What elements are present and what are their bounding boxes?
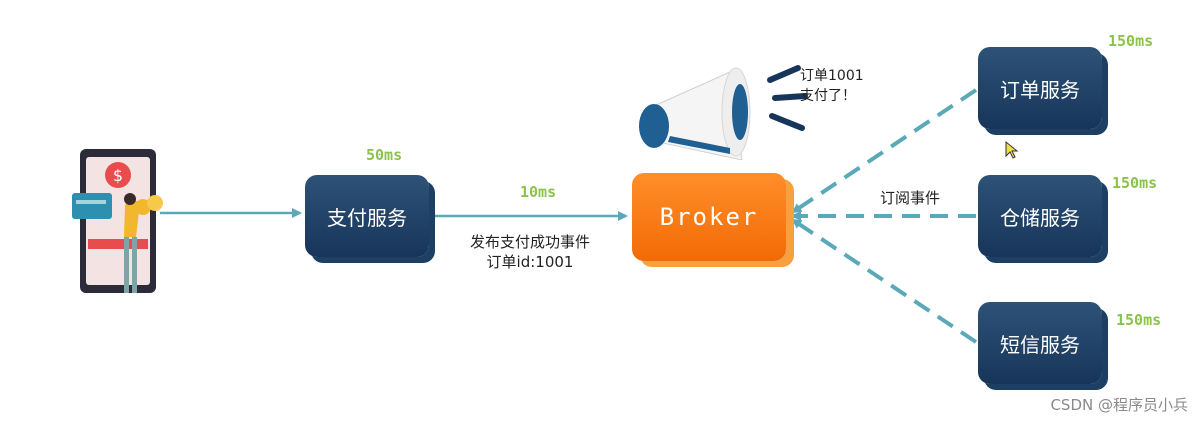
broker-box: Broker [632, 173, 786, 261]
dashed-line-sms-service [791, 218, 978, 344]
announcement-line2: 支付了！ [800, 88, 856, 104]
publish-event-label: 发布支付成功事件 订单id:1001 [440, 232, 620, 272]
publish-latency: 10ms [520, 183, 557, 201]
storage-service-latency: 150ms [1112, 174, 1158, 192]
pay-service-box: 支付服务 [305, 175, 429, 257]
order-service-latency: 150ms [1108, 32, 1154, 50]
subscribe-event-label: 订阅事件 [880, 189, 941, 207]
order-service-label: 订单服务 [1000, 77, 1080, 102]
broker-label: Broker [659, 203, 759, 231]
storage-service-box: 仓储服务 [978, 175, 1102, 257]
dashed-line-order-service [791, 88, 978, 214]
publish-event-line1: 发布支付成功事件 [469, 233, 590, 251]
sms-service-box: 短信服务 [978, 302, 1102, 384]
sms-service-latency: 150ms [1116, 311, 1162, 329]
publish-event-line2: 订单id:1001 [486, 253, 574, 271]
storage-service-label: 仓储服务 [1000, 205, 1080, 230]
announcement-line1: 订单1001 [800, 68, 864, 84]
svg-text:$: $ [113, 166, 123, 185]
cursor-icon [1005, 140, 1019, 159]
sms-service-label: 短信服务 [1000, 332, 1080, 357]
pay-service-latency: 50ms [366, 146, 403, 164]
watermark: CSDN @程序员小兵 [1050, 396, 1188, 414]
pay-service-label: 支付服务 [327, 205, 407, 230]
order-service-box: 订单服务 [978, 47, 1102, 129]
phone-payment-icon: $ [72, 149, 163, 293]
megaphone-icon [639, 65, 808, 160]
announcement-text: 订单1001 支付了！ [800, 66, 900, 106]
